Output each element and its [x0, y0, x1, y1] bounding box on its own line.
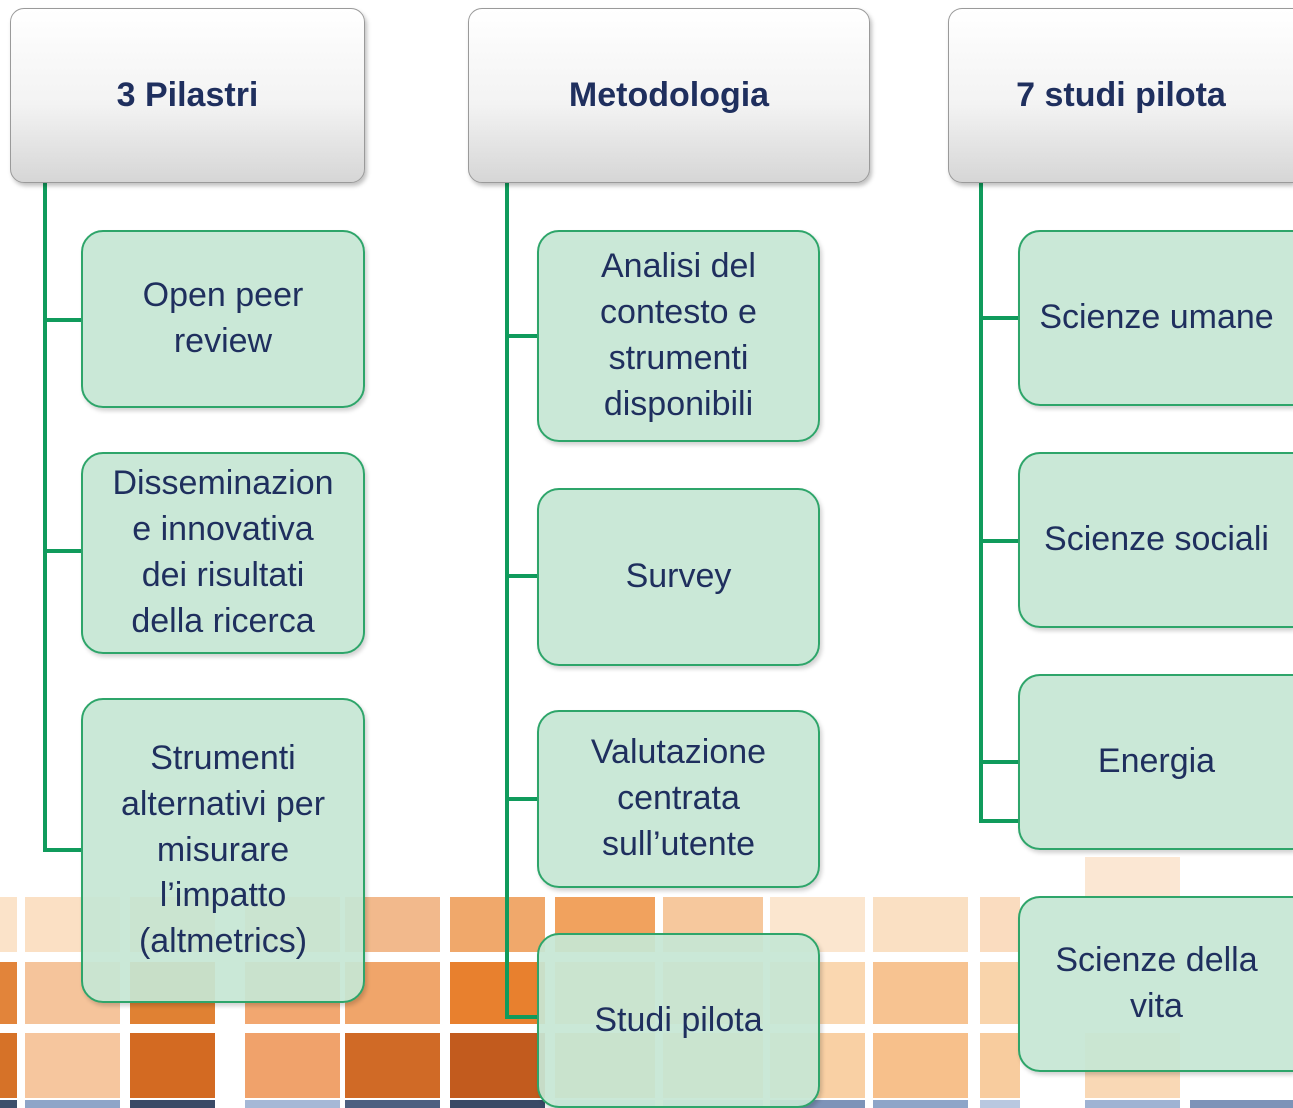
- connector-branch: [505, 574, 537, 578]
- background-tile: [1085, 857, 1180, 897]
- background-tile: [450, 1033, 545, 1098]
- node-alternative-metrics: Strumenti alternativi per misurare l’imp…: [81, 698, 365, 1003]
- node-pilot-studies: Studi pilota: [537, 933, 820, 1108]
- background-tile: [245, 1033, 340, 1098]
- background-tile: [0, 897, 17, 952]
- connector-branch: [505, 797, 537, 801]
- connector-trunk-pilot-studies: [979, 183, 983, 823]
- background-tile: [130, 1033, 215, 1098]
- background-tile: [0, 1033, 17, 1098]
- node-humanities: Scienze umane: [1018, 230, 1293, 406]
- background-tile: [0, 1100, 17, 1108]
- background-tile: [873, 897, 968, 952]
- connector-trunk-methodology: [505, 183, 509, 1019]
- background-tile: [25, 1100, 120, 1108]
- node-user-centered-evaluation: Valutazione centrata sull’utente: [537, 710, 820, 888]
- connector-branch: [979, 316, 1018, 320]
- connector-branch: [979, 760, 1018, 764]
- background-tile: [980, 962, 1020, 1024]
- connector-branch: [979, 539, 1018, 543]
- header-pillars: 3 Pilastri: [10, 8, 365, 183]
- background-tile: [1085, 1100, 1180, 1108]
- background-tile: [873, 962, 968, 1024]
- header-methodology: Metodologia: [468, 8, 870, 183]
- background-tile: [980, 1100, 1020, 1108]
- node-social-sciences: Scienze sociali: [1018, 452, 1293, 628]
- background-tile: [245, 1100, 340, 1108]
- background-tile: [1190, 1100, 1293, 1108]
- node-context-analysis: Analisi del contesto e strumenti disponi…: [537, 230, 820, 442]
- background-tile: [25, 1033, 120, 1098]
- connector-branch: [43, 549, 81, 553]
- node-energy: Energia: [1018, 674, 1293, 850]
- connector-branch: [505, 334, 537, 338]
- connector-branch: [43, 848, 81, 852]
- background-tile: [450, 962, 545, 1024]
- background-tile: [450, 1100, 545, 1108]
- connector-trunk-pillars: [43, 183, 47, 852]
- connector-branch: [979, 819, 1018, 823]
- header-seven-pilot-studies: 7 studi pilota: [948, 8, 1293, 183]
- background-tile: [345, 1033, 440, 1098]
- background-tile: [873, 1100, 968, 1108]
- node-open-peer-review: Open peer review: [81, 230, 365, 408]
- connector-branch: [43, 318, 81, 322]
- background-tile: [873, 1033, 968, 1098]
- node-life-sciences: Scienze della vita: [1018, 896, 1293, 1072]
- background-tile: [770, 1100, 865, 1108]
- background-tile: [980, 1033, 1020, 1098]
- connector-branch: [505, 1015, 537, 1019]
- background-tile: [130, 1100, 215, 1108]
- background-tile: [345, 1100, 440, 1108]
- background-tile: [0, 962, 17, 1024]
- background-tile: [980, 897, 1020, 952]
- background-tile: [450, 897, 545, 952]
- node-innovative-dissemination: Disseminazion e innovativa dei risultati…: [81, 452, 365, 654]
- node-survey: Survey: [537, 488, 820, 666]
